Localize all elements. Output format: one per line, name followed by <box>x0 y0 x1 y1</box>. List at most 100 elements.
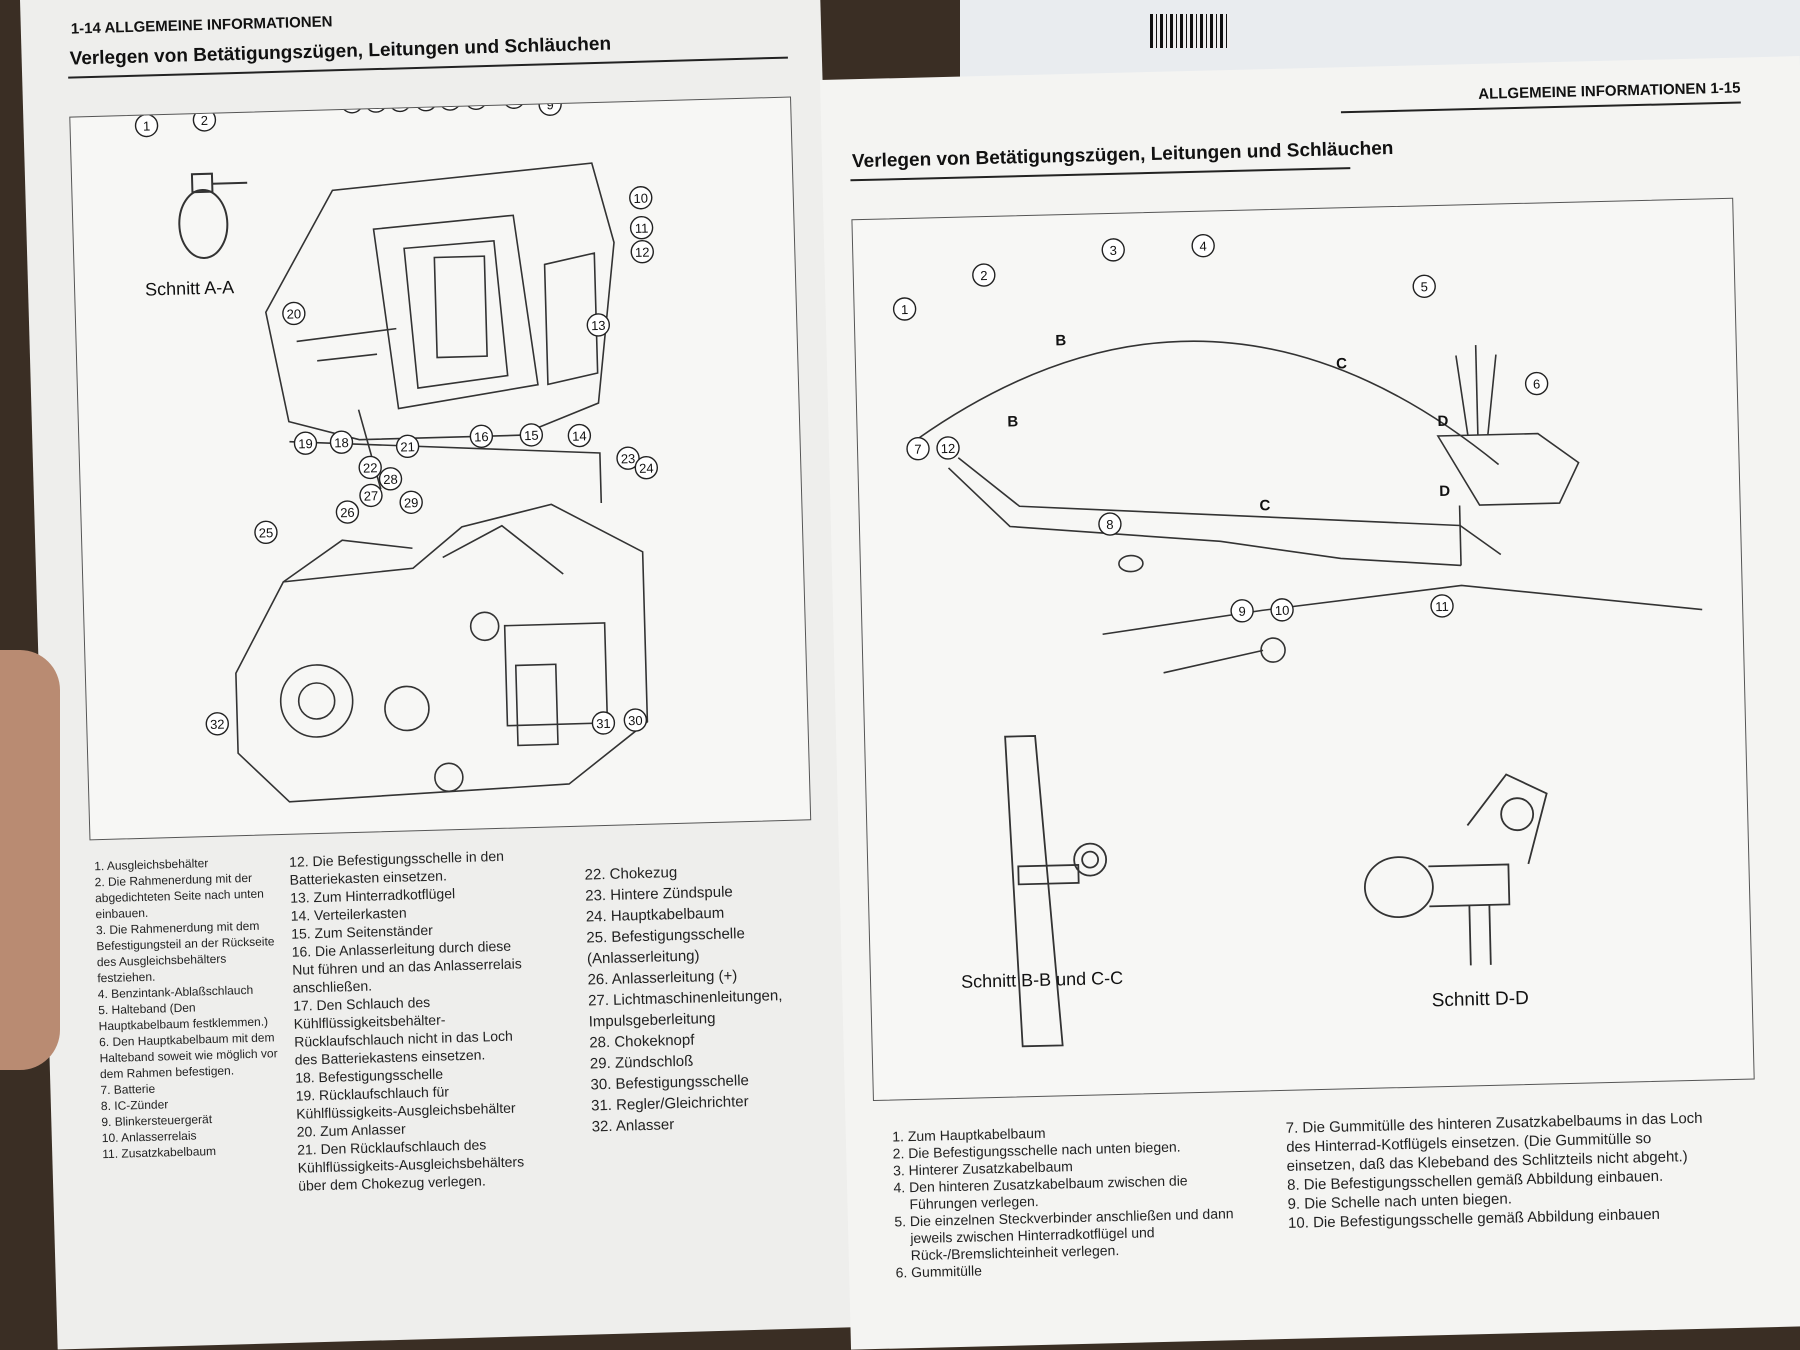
callout-number: 1 <box>143 118 151 133</box>
callout-circle <box>378 467 403 491</box>
callout-number: 8 <box>510 98 518 106</box>
callout-circle <box>629 216 654 240</box>
callout-circle <box>1430 594 1454 618</box>
legend-item: 27. Lichtmaschinenleitungen, Impulsgeber… <box>587 987 783 1031</box>
callout-number: 27 <box>364 488 379 503</box>
callout-circle <box>1191 233 1215 258</box>
left-legend-col2: 12. Die Befestigungsschelle in den Batte… <box>289 846 528 1194</box>
callout-circle <box>329 430 354 454</box>
callout-number: 6 <box>422 98 430 108</box>
callout-number: 20 <box>286 306 301 321</box>
left-legend-col1: 1. Ausgleichsbehälter 2. Die Rahmenerdun… <box>94 853 282 1162</box>
callout-circle <box>502 85 526 109</box>
callout-number: 6 <box>1533 376 1541 391</box>
callout-number: 4 <box>1199 239 1207 254</box>
left-page: 1-14 ALLGEMEINE INFORMATIONEN Verlegen v… <box>20 0 858 1350</box>
callout-number: 5 <box>1420 279 1428 294</box>
callout-circle <box>1270 598 1294 622</box>
callout-circle <box>414 88 438 112</box>
right-diagram-frame: Schnitt B-B und C-C Schnitt D-D B B C C … <box>851 197 1755 1102</box>
callout-number: 32 <box>210 717 225 732</box>
callout-circle <box>359 483 383 508</box>
legend-item: 25. Befestigungsschelle (Anlasserleitung… <box>586 925 746 968</box>
callout-circle <box>395 434 420 459</box>
callout-circle <box>293 431 318 455</box>
clamp-detail <box>178 172 248 259</box>
callout-number: 13 <box>591 318 606 333</box>
callout-number: 1 <box>901 302 909 317</box>
engine-drawing <box>235 503 649 803</box>
callout-circle <box>1101 238 1125 262</box>
callout-number: 17 <box>443 98 458 108</box>
callout-number: 22 <box>363 460 378 475</box>
left-legend-col3: 22. Chokezug 23. Hintere Zündspule 24. H… <box>584 858 832 1138</box>
callout-number: 12 <box>941 441 956 456</box>
callout-circle <box>892 297 917 321</box>
callout-circle <box>906 437 930 461</box>
barcode <box>1150 14 1230 48</box>
callout-circle <box>358 455 382 480</box>
callout-number: 11 <box>635 221 649 236</box>
callout-number: 10 <box>1275 603 1290 618</box>
callout-number: 19 <box>298 436 313 451</box>
callout-circle <box>972 263 996 287</box>
callout-number: 2 <box>201 113 209 128</box>
right-page: ALLGEMEINE INFORMATIONEN 1-15 Verlegen v… <box>820 56 1800 1350</box>
legend-item: 16. Die Anlasserleitung durch diese Nut … <box>291 937 522 996</box>
callout-circle <box>1230 599 1254 623</box>
callout-circle <box>364 89 388 113</box>
callout-number: 11 <box>1435 599 1449 614</box>
callout-circle <box>340 90 364 114</box>
callout-number: 14 <box>572 428 587 443</box>
callout-number: 26 <box>340 505 355 520</box>
callout-circle <box>335 500 360 524</box>
callout-number: 5 <box>396 98 404 109</box>
callout-circle <box>205 712 229 736</box>
legend-item: 5. Halteband (Den Hauptkabelbaum festkle… <box>98 1000 269 1034</box>
callout-circle <box>282 301 306 326</box>
left-wiring-diagram: Schnitt A-A <box>134 85 659 803</box>
cut-letter: C <box>1336 355 1347 372</box>
callout-circle <box>388 88 412 113</box>
callout-circle <box>438 87 462 111</box>
callout-circle <box>1412 274 1436 298</box>
callout-number: 28 <box>383 472 398 487</box>
callout-number: 10 <box>633 191 648 206</box>
legend-item: 21. Den Rücklaufschlauch des Kühlflüssig… <box>296 1136 525 1194</box>
legend-item: 19. Rücklaufschlauch für Kühlflüssigkeit… <box>295 1083 516 1122</box>
section-bb-cc-label: Schnitt B-B und C-C <box>961 968 1124 992</box>
callout-circle <box>469 424 494 448</box>
left-diagram-frame: Schnitt A-A <box>69 85 812 841</box>
left-page-header: 1-14 ALLGEMEINE INFORMATIONEN <box>70 13 333 38</box>
callout-number: 12 <box>635 245 650 260</box>
callout-number: 30 <box>628 713 643 728</box>
fender-drawing <box>917 340 1703 674</box>
callout-number: 24 <box>639 460 654 475</box>
callout-circle <box>254 520 278 545</box>
callout-number: 31 <box>596 716 611 731</box>
frame-top-drawing <box>264 162 615 503</box>
callout-number: 3 <box>348 98 356 110</box>
legend-item: Die einzelnen Steckverbinder anschließen… <box>910 1205 1249 1264</box>
cut-letter: B <box>1007 413 1018 430</box>
callout-circle <box>936 436 960 460</box>
callout-number: 7 <box>472 98 480 107</box>
callout-circle <box>464 86 488 111</box>
callout-number: 23 <box>621 451 636 466</box>
callout-number: 16 <box>474 429 489 444</box>
callout-circle <box>519 423 544 447</box>
legend-item: 3. Die Rahmenerdung mit dem Befestigungs… <box>95 918 275 986</box>
legend-item: 2. Die Rahmenerdung mit der abgedichtete… <box>94 870 265 922</box>
callout-number: 18 <box>334 435 349 450</box>
callout-circle <box>623 708 648 732</box>
right-header-rule <box>1340 101 1741 114</box>
cut-letter: D <box>1439 483 1450 500</box>
section-a-a-label: Schnitt A-A <box>145 277 235 299</box>
cut-letter: C <box>1259 497 1270 514</box>
legend-item: 7. Die Gummitülle des hinteren Zusatzkab… <box>1285 1109 1703 1175</box>
callout-circle <box>134 113 159 138</box>
callout-circle <box>629 186 653 210</box>
callout-number: 29 <box>404 495 419 510</box>
right-legend-col1: Zum Hauptkabelbaum Die Befestigungsschel… <box>886 1120 1250 1282</box>
